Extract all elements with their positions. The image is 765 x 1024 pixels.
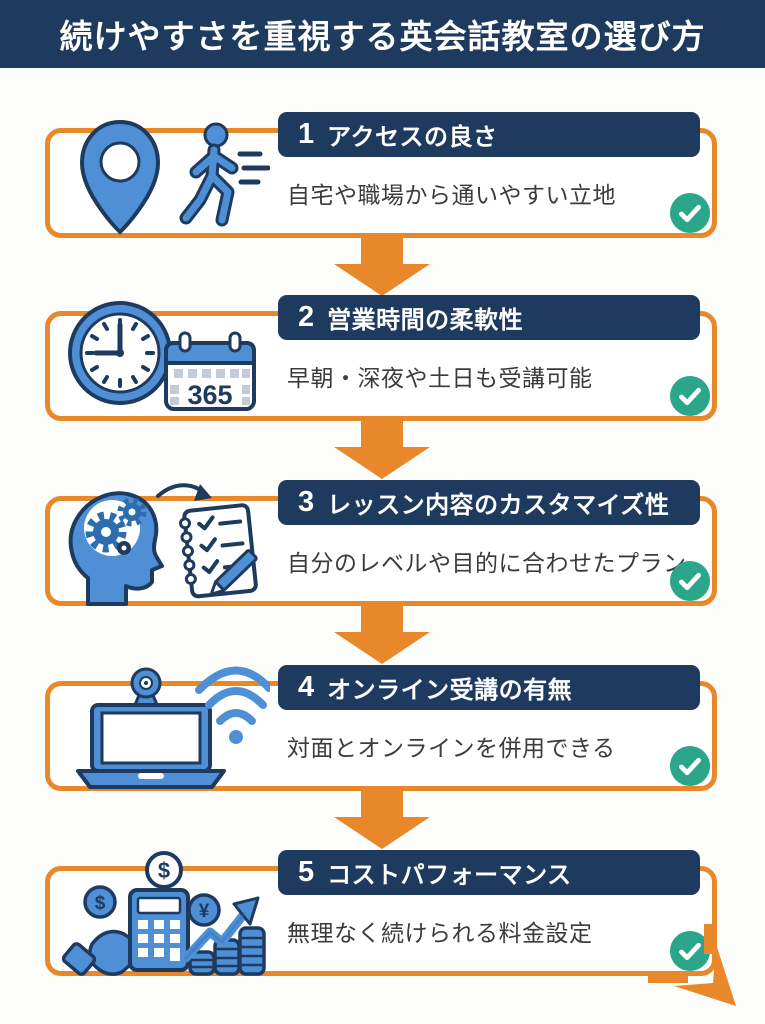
step-5-title-bar: 5 コストパフォーマンス	[278, 850, 700, 895]
yen-coin-icon: ¥	[187, 893, 221, 927]
laptop-icon	[76, 703, 226, 789]
step-4: 4 オンライン受講の有無 対面とオンラインを併用できる	[0, 663, 765, 823]
laptop-wifi-icon	[76, 666, 270, 789]
calendar-icon: 365	[164, 331, 256, 411]
step-description: 早朝・深夜や土日も受講可能	[287, 365, 593, 391]
step-number: 5	[298, 856, 315, 888]
step-4-title-bar: 4 オンライン受講の有無	[278, 665, 700, 710]
gear-icon	[85, 511, 127, 553]
calendar-365-label: 365	[187, 380, 232, 410]
check-icon	[669, 192, 711, 234]
step-1-icon-group	[58, 110, 270, 246]
gear-icon	[117, 541, 131, 555]
step-number: 3	[298, 486, 315, 518]
step-2-title-bar: 2 営業時間の柔軟性	[278, 295, 700, 340]
step-description: 無理なく続けられる料金設定	[287, 920, 593, 946]
step-number: 4	[298, 671, 315, 703]
step-5-icon-group: $ $ ¥	[58, 848, 270, 984]
svg-text:$: $	[95, 893, 106, 914]
curved-arrow-icon	[156, 483, 212, 501]
location-walking-icon	[79, 119, 270, 235]
check-icon	[669, 375, 711, 417]
clock-icon	[68, 301, 172, 405]
step-1: 1 アクセスの良さ 自宅や職場から通いやすい立地	[0, 110, 765, 270]
growth-arrow-icon	[181, 896, 260, 963]
arrow-down-icon	[334, 791, 430, 849]
check-icon	[669, 745, 711, 787]
step-5: $ $ ¥	[0, 848, 765, 1008]
step-description: 自分のレベルや目的に合わせたプラン	[287, 550, 687, 576]
head-with-gears-icon	[68, 491, 164, 606]
wifi-icon	[195, 666, 270, 744]
step-3-icon-group	[58, 478, 270, 614]
motion-lines-icon	[237, 151, 270, 185]
page-title: 続けやすさを重視する英会話教室の選び方	[59, 18, 706, 55]
step-2-icon-group: 365	[58, 293, 270, 429]
step-number: 1	[298, 118, 315, 150]
header-bar: 続けやすさを重視する英会話教室の選び方	[0, 0, 765, 68]
step-1-title-bar: 1 アクセスの良さ	[278, 112, 700, 157]
step-title: アクセスの良さ	[327, 124, 498, 151]
pencil-icon	[209, 549, 258, 596]
step-title: レッスン内容のカスタマイズ性	[327, 492, 670, 519]
location-pin-icon	[79, 119, 161, 235]
step-title: コストパフォーマンス	[327, 862, 572, 889]
checklist-pencil-icon	[179, 503, 258, 599]
webcam-icon	[130, 667, 162, 709]
step-description: 自宅や職場から通いやすい立地	[287, 182, 616, 208]
clock-calendar-icon: 365	[68, 301, 256, 411]
calculator-icon	[128, 888, 190, 972]
svg-text:$: $	[158, 858, 170, 883]
check-icon	[669, 930, 711, 972]
check-icon	[669, 560, 711, 602]
arrow-down-icon	[334, 606, 430, 664]
walking-person-icon	[179, 122, 270, 227]
step-2: 365 2 営業時間の柔軟性 早朝・深夜や土日も受講可能	[0, 293, 765, 453]
gear-icon	[117, 497, 147, 527]
step-3: 3 レッスン内容のカスタマイズ性 自分のレベルや目的に合わせたプラン	[0, 478, 765, 638]
step-4-icon-group	[58, 663, 270, 799]
arrow-down-icon	[334, 238, 430, 296]
step-title: 営業時間の柔軟性	[327, 307, 524, 334]
step-number: 2	[298, 301, 315, 333]
dollar-coin-icon: $	[145, 851, 183, 889]
step-title: オンライン受講の有無	[327, 677, 573, 704]
cost-performance-icon: $ $ ¥	[61, 851, 266, 976]
svg-text:¥: ¥	[199, 901, 210, 922]
step-3-title-bar: 3 レッスン内容のカスタマイズ性	[278, 480, 700, 525]
dollar-coin-small-icon: $	[83, 885, 117, 919]
step-description: 対面とオンラインを併用できる	[287, 735, 616, 761]
arrow-down-icon	[334, 421, 430, 479]
arrow-down-right-icon	[648, 924, 748, 1014]
head-gears-notepad-icon	[68, 483, 258, 606]
